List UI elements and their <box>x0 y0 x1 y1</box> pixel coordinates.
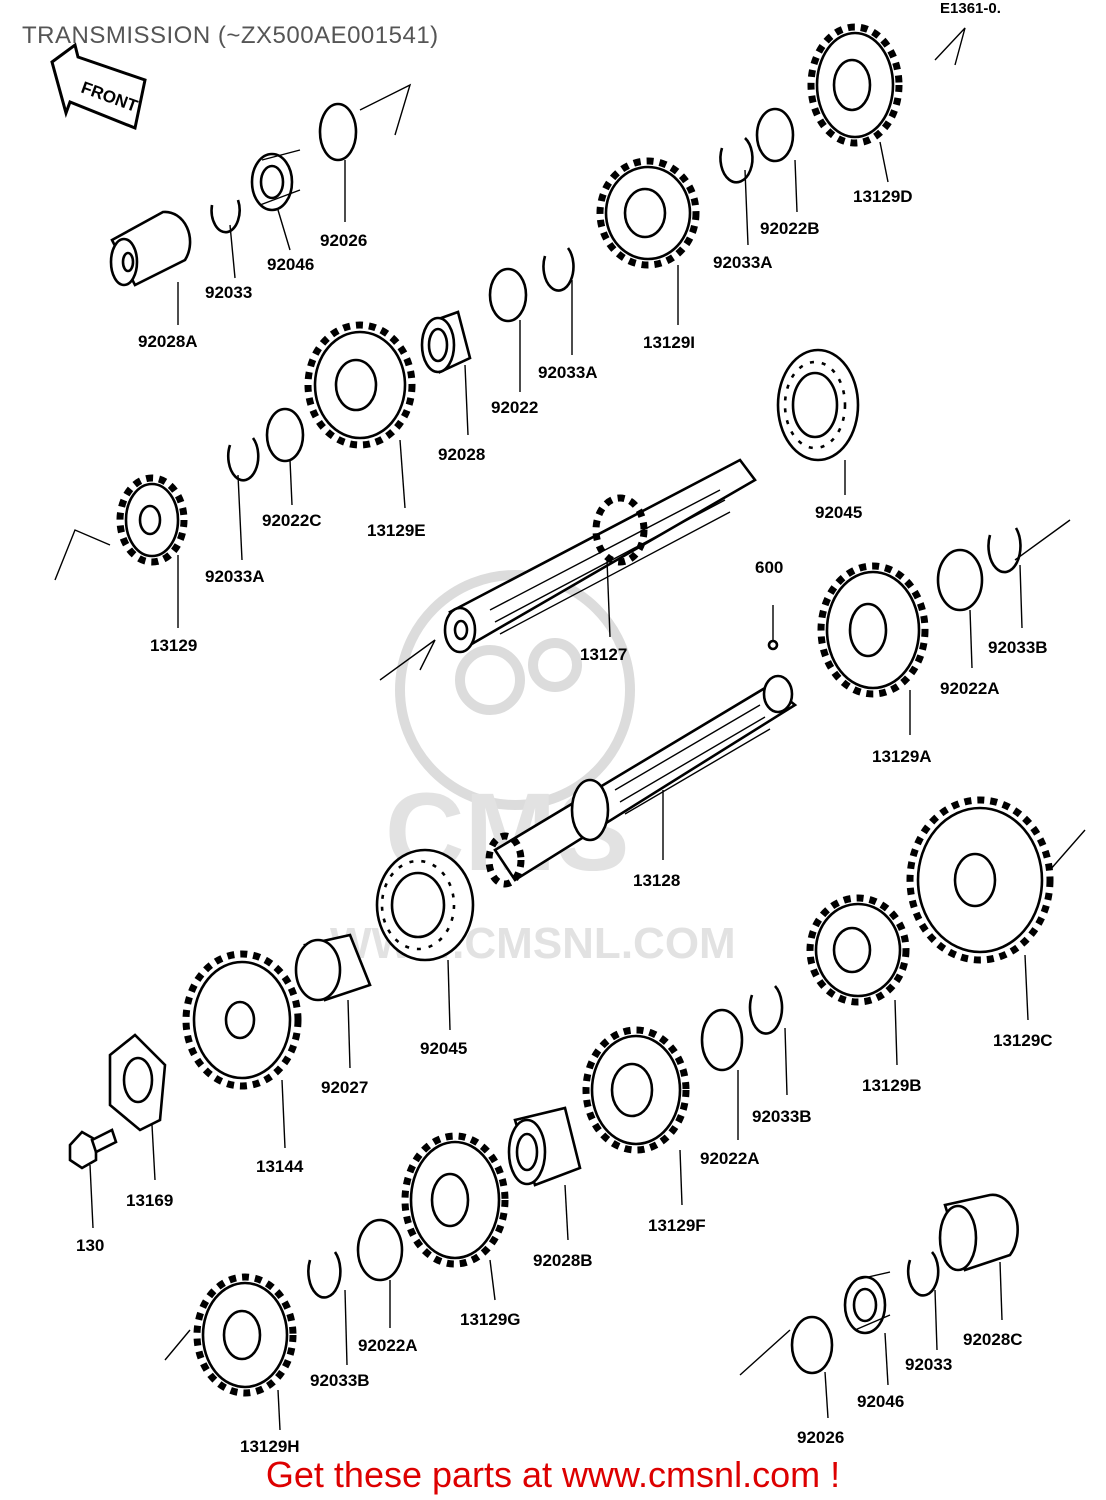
label-600: 600 <box>755 558 783 577</box>
part-labels: 92028A 92033 92046 92026 13129D 92022B 9… <box>76 187 1053 1456</box>
part-92033A-circlip-1 <box>719 137 754 184</box>
label-130: 130 <box>76 1236 104 1255</box>
get-parts-link[interactable]: Get these parts at www.cmsnl.com ! <box>265 1454 841 1495</box>
label-92033A-3: 92033A <box>205 567 265 586</box>
label-13128: 13128 <box>633 871 680 890</box>
label-13129C: 13129C <box>993 1031 1053 1050</box>
label-92033-bottom: 92033 <box>905 1355 952 1374</box>
part-92022A-washer-3 <box>356 1218 404 1282</box>
part-92046-needle-bearing-top <box>250 149 301 212</box>
part-92033B-circlip-1 <box>987 527 1022 574</box>
part-92033B-circlip-2 <box>748 985 784 1035</box>
part-13129E-gear <box>304 321 416 449</box>
label-13169: 13169 <box>126 1191 173 1210</box>
part-92027-collar <box>294 933 372 1002</box>
part-92022A-washer-2 <box>700 1008 744 1072</box>
part-13128-output-shaft <box>485 674 798 888</box>
label-13129B: 13129B <box>862 1076 922 1095</box>
label-92028A: 92028A <box>138 332 198 351</box>
label-13129I: 13129I <box>643 333 695 352</box>
leader-lines <box>89 141 1029 1431</box>
part-13129A-gear <box>817 562 929 698</box>
label-13129: 13129 <box>150 636 197 655</box>
part-92026-washer-bottom <box>790 1315 834 1375</box>
part-92045-bearing-bottom <box>375 848 475 962</box>
assembly-guides <box>54 27 1086 1376</box>
label-92033A-2: 92033A <box>538 363 598 382</box>
label-92022: 92022 <box>491 398 538 417</box>
label-13129D: 13129D <box>853 187 913 206</box>
part-13129F-gear <box>582 1026 690 1154</box>
part-13129G-gear <box>401 1132 509 1268</box>
part-92033A-circlip-2 <box>542 247 575 292</box>
part-92022B-washer <box>755 107 795 163</box>
part-600-ball <box>767 639 779 651</box>
label-13129E: 13129E <box>367 521 426 540</box>
part-13129H-gear <box>193 1273 297 1397</box>
part-92046-needle-bearing-bottom <box>843 1271 891 1335</box>
label-92045-top: 92045 <box>815 503 862 522</box>
part-13129-gear <box>116 474 188 566</box>
label-92033A-1: 92033A <box>713 253 773 272</box>
diagram-title: TRANSMISSION (~ZX500AE001541) <box>22 22 439 49</box>
label-13127: 13127 <box>580 645 627 664</box>
label-13129G: 13129G <box>460 1310 521 1329</box>
label-92028B: 92028B <box>533 1251 593 1270</box>
front-arrow: FRONT <box>50 42 147 131</box>
label-92026-top: 92026 <box>320 231 367 250</box>
part-13127-input-shaft <box>443 458 757 654</box>
label-92028C: 92028C <box>963 1330 1023 1349</box>
part-92033A-circlip-3 <box>226 437 260 482</box>
part-92033-circlip-bottom <box>906 1251 940 1297</box>
label-92022B: 92022B <box>760 219 820 238</box>
diagram-code-ref: E1361-0. <box>940 0 1001 17</box>
label-92027: 92027 <box>321 1078 368 1097</box>
label-92033B-2: 92033B <box>752 1107 812 1126</box>
part-13129C-gear <box>906 796 1054 964</box>
part-92033B-circlip-3 <box>307 1251 342 1299</box>
part-13129I-gear <box>596 157 700 269</box>
part-92022A-washer-1 <box>936 548 984 612</box>
label-92022A-2: 92022A <box>700 1149 760 1168</box>
part-92022-washer <box>488 267 528 323</box>
label-13144: 13144 <box>256 1157 304 1176</box>
label-92028: 92028 <box>438 445 485 464</box>
label-92022A-3: 92022A <box>358 1336 418 1355</box>
part-92022C-washer <box>265 407 305 463</box>
part-92028-bushing <box>420 310 472 374</box>
part-13129D-gear <box>807 23 903 147</box>
label-92022A-1: 92022A <box>940 679 1000 698</box>
part-92028B-bushing <box>507 1106 582 1187</box>
label-92046-top: 92046 <box>267 255 314 274</box>
label-92022C: 92022C <box>262 511 322 530</box>
label-13129A: 13129A <box>872 747 932 766</box>
label-92033B-1: 92033B <box>988 638 1048 657</box>
part-13129B-gear <box>806 894 910 1006</box>
part-92045-bearing-top <box>776 348 860 462</box>
part-13144-sprocket <box>182 950 302 1090</box>
label-92033B-3: 92033B <box>310 1371 370 1390</box>
part-92028A-bushing <box>109 210 192 287</box>
label-92046-bottom: 92046 <box>857 1392 904 1411</box>
label-92026-bottom: 92026 <box>797 1428 844 1447</box>
part-130-bolt <box>68 1128 118 1170</box>
label-13129H: 13129H <box>240 1437 300 1456</box>
label-92045-bottom: 92045 <box>420 1039 467 1058</box>
part-92028C-bushing <box>938 1193 1019 1272</box>
part-92033-circlip-top <box>210 199 241 234</box>
part-92026-washer-top <box>318 102 358 162</box>
label-13129F: 13129F <box>648 1216 706 1235</box>
part-13169-plate <box>108 1033 167 1132</box>
label-92033-top: 92033 <box>205 283 252 302</box>
